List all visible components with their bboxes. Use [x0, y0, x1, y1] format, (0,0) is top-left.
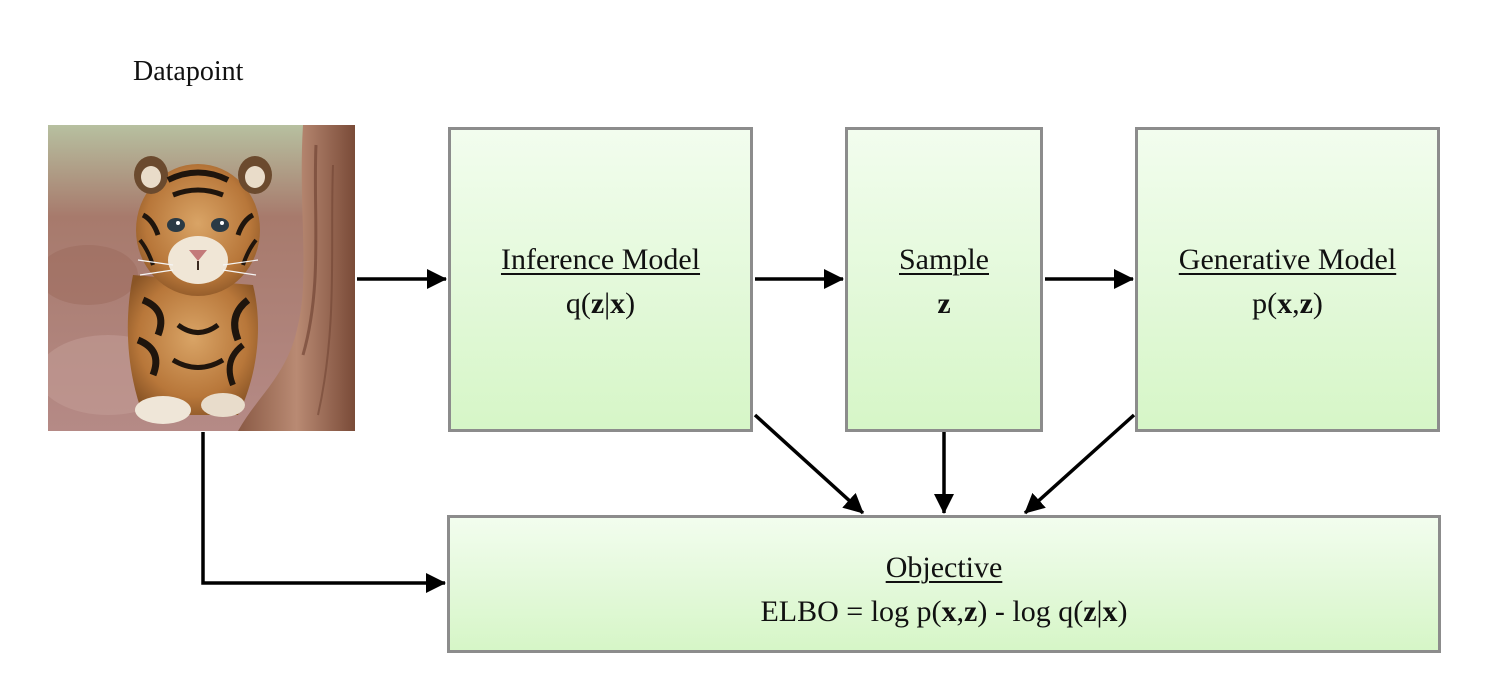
- arrow-generative-to-objective: [1023, 413, 1136, 515]
- sample-variable: z: [937, 287, 951, 320]
- arrow-inference-to-objective: [753, 413, 865, 515]
- objective-title: Objective: [885, 551, 1003, 584]
- generative-model-box: Generative Model p(x,z): [1135, 127, 1440, 432]
- datapoint-label: Datapoint: [133, 56, 244, 87]
- inference-model-title: Inference Model: [500, 243, 701, 276]
- generative-model-formula: p(x,z): [1252, 287, 1323, 320]
- sample-box: Sample z: [845, 127, 1043, 432]
- tiger-cub-photo: [48, 125, 355, 431]
- elbo-formula: ELBO = log p(x,z) - log q(z|x): [760, 595, 1128, 628]
- sample-title: Sample: [899, 243, 989, 276]
- tiger-cub-image: [48, 125, 355, 431]
- generative-model-title: Generative Model: [1178, 243, 1397, 276]
- objective-box: Objective ELBO = log p(x,z) - log q(z|x): [447, 515, 1441, 653]
- inference-model-box: Inference Model q(z|x): [448, 127, 753, 432]
- inference-model-formula: q(z|x): [565, 287, 636, 320]
- arrow-datapoint-to-objective: [201, 432, 446, 593]
